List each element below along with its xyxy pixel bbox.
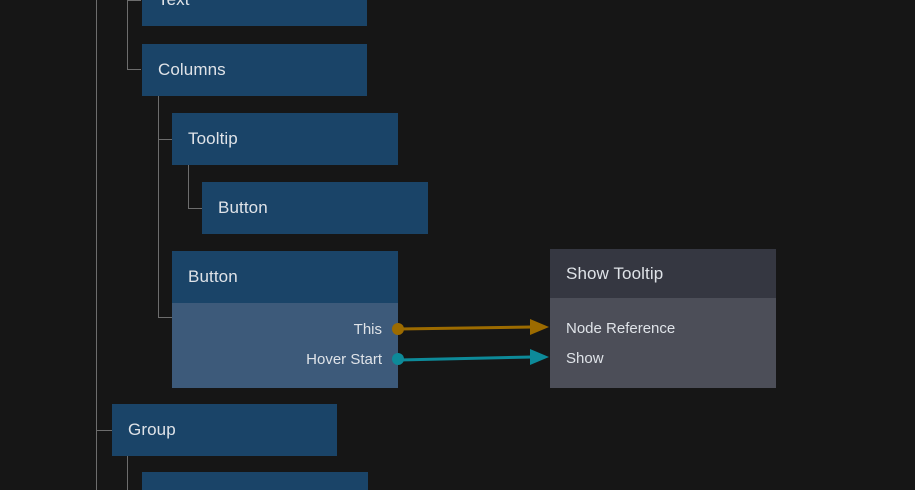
tree-line-branch-text-columns-v	[127, 0, 128, 70]
wire-arrowhead-icon	[530, 319, 549, 335]
wire-shaft	[398, 325, 533, 331]
tree-line-branch-button-child-h	[188, 208, 202, 209]
wire-arrowhead-icon	[530, 349, 549, 365]
tree-line-spine-root	[96, 0, 97, 490]
tree-line-branch-button-main-h	[158, 317, 172, 318]
wire-this-to-node-reference[interactable]	[398, 319, 549, 335]
node-tooltip[interactable]: Tooltip	[172, 113, 398, 165]
node-group[interactable]: Group	[112, 404, 337, 456]
tree-line-branch-group-h	[96, 430, 112, 431]
input-port-show[interactable]: Show	[566, 348, 604, 368]
port-dot-icon[interactable]	[391, 352, 405, 366]
node-text[interactable]: Text	[142, 0, 367, 26]
output-port-label: This	[353, 320, 382, 338]
wire-hover-start-to-show[interactable]	[398, 349, 549, 365]
port-dot-icon[interactable]	[391, 322, 405, 336]
output-port-hover-start[interactable]: Hover Start	[306, 349, 404, 369]
output-port-label: Hover Start	[306, 350, 382, 368]
node-title: Show Tooltip	[550, 249, 776, 298]
node-title: Button	[202, 182, 428, 234]
input-port-node-reference[interactable]: Node Reference	[566, 318, 675, 338]
tree-line-branch-tooltip-h	[158, 139, 172, 140]
node-button-child[interactable]: Button	[202, 182, 428, 234]
node-title	[142, 472, 368, 490]
input-port-label: Show	[566, 349, 604, 367]
wire-shaft	[398, 355, 533, 362]
output-port-connector[interactable]	[391, 322, 405, 336]
tree-line-branch-columns-children-v	[158, 96, 159, 317]
node-title: Columns	[142, 44, 367, 96]
node-body	[172, 303, 398, 388]
node-title: Text	[142, 0, 367, 26]
tree-line-branch-tooltip-child-v	[188, 165, 189, 208]
tree-line-branch-columns-h	[127, 69, 141, 70]
output-port-connector[interactable]	[391, 352, 405, 366]
node-columns[interactable]: Columns	[142, 44, 367, 96]
node-bottom-partial[interactable]	[142, 472, 368, 490]
node-title: Group	[112, 404, 337, 456]
input-port-label: Node Reference	[566, 319, 676, 337]
output-port-this[interactable]: This	[353, 319, 404, 339]
tree-line-branch-text-h	[127, 0, 141, 1]
node-title: Button	[172, 251, 398, 303]
tree-line-branch-group-children-v	[127, 456, 128, 490]
node-body	[550, 298, 776, 388]
node-title: Tooltip	[172, 113, 398, 165]
